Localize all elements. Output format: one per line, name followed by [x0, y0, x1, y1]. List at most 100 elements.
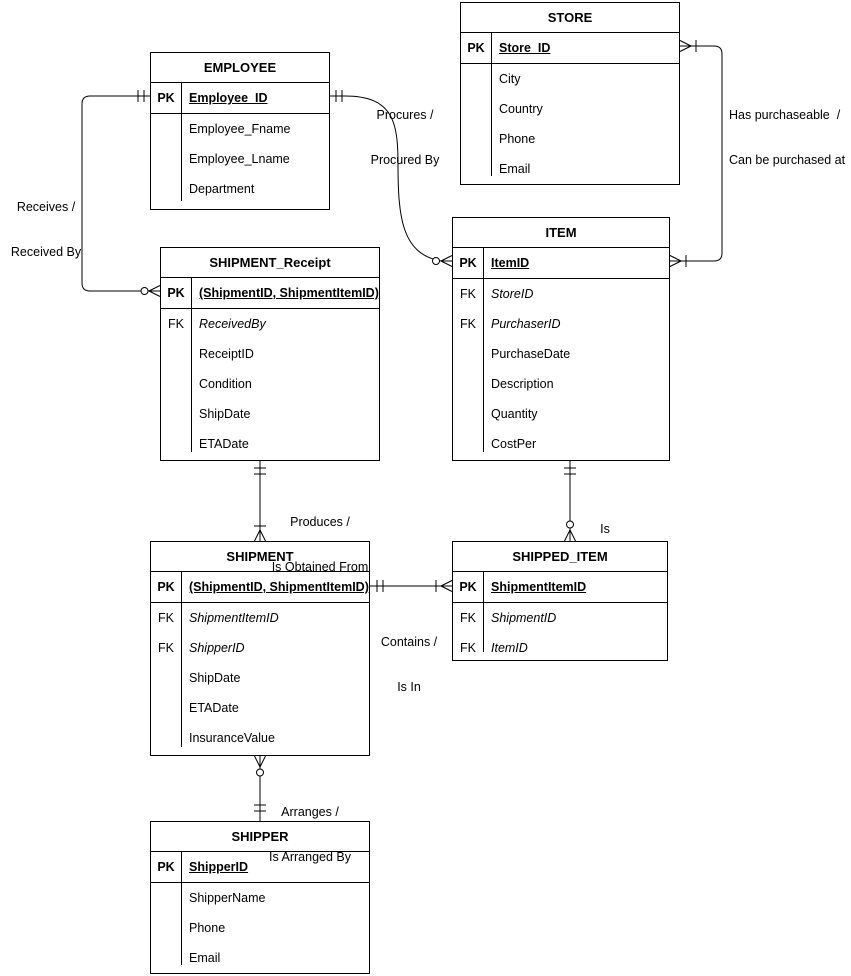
rel-label-is[interactable]: Is	[585, 492, 625, 567]
crow-foot-many-icon	[679, 40, 692, 52]
attribute-row: Employee_Lname	[151, 144, 329, 174]
attribute-name: ShipmentItemID	[189, 611, 279, 625]
attribute-name: ItemID	[491, 641, 528, 655]
pk-attribute-name: ShipperID	[189, 860, 249, 874]
attribute-name: Country	[499, 102, 543, 116]
zero-circle-icon	[256, 768, 264, 777]
attribute-name: Employee_Fname	[189, 122, 291, 136]
attribute-row: Country	[461, 94, 679, 124]
attribute-row: ETADate	[151, 693, 369, 723]
attribute-name: Quantity	[491, 407, 538, 421]
crow-foot-many-icon	[564, 529, 576, 542]
rel-label-produces[interactable]: Produces / Is Obtained From	[258, 485, 382, 605]
pk-row: PK (ShipmentID, ShipmentItemID)	[151, 572, 369, 603]
attribute-name: Department	[189, 182, 255, 196]
relationship-procures[interactable]	[330, 90, 453, 267]
pk-row: PK ShipmentItemID	[453, 572, 667, 603]
rel-label-line: Arranges /	[281, 805, 339, 819]
rel-label-arranges[interactable]: Arranges / Is Arranged By	[248, 775, 372, 895]
entity-title: ITEM	[453, 218, 669, 248]
fk-key-label: FK	[460, 611, 476, 625]
one-and-only-one-icon	[564, 467, 576, 475]
relationship-arranges[interactable]	[254, 755, 266, 823]
attribute-name: ShipperID	[189, 641, 245, 655]
column-divider-line	[181, 571, 182, 747]
crow-foot-many-icon	[440, 580, 453, 592]
attribute-name: ShipDate	[189, 671, 241, 685]
relationship-has-purchaseable[interactable]	[669, 40, 723, 267]
pk-attribute-name: ShipmentItemID	[491, 580, 587, 594]
rel-label-has-purchaseable[interactable]: Has purchaseable / Can be purchased at	[729, 78, 851, 198]
rel-label-line: Is Arranged By	[269, 850, 351, 864]
one-and-only-one-icon	[254, 467, 266, 475]
attribute-name: Email	[189, 951, 221, 965]
attribute-row: InsuranceValue	[151, 723, 369, 753]
attribute-name: Condition	[199, 377, 252, 391]
rel-label-line: Can be purchased at	[729, 153, 846, 167]
fk-key-label: FK	[460, 317, 476, 331]
attribute-row: Quantity	[453, 399, 669, 429]
crow-foot-many-icon	[254, 529, 266, 542]
entity-title: EMPLOYEE	[151, 53, 329, 83]
pk-key-label: PK	[459, 580, 477, 594]
zero-circle-icon	[432, 257, 440, 265]
attribute-row: CostPer	[453, 429, 669, 459]
relationship-is[interactable]	[564, 461, 576, 542]
rel-label-line: Is	[600, 522, 610, 536]
pk-row: PK(ShipmentID, ShipmentItemID)	[161, 278, 379, 309]
attribute-row: ShipperName	[151, 883, 369, 913]
attribute-row: Description	[453, 369, 669, 399]
has-purchaseable-line	[670, 45, 723, 262]
attribute-name: Email	[499, 162, 531, 176]
attribute-row: ETADate	[161, 429, 379, 459]
crow-foot-many-icon	[440, 255, 453, 267]
attribute-row: Phone	[151, 913, 369, 943]
attribute-row: Email	[461, 154, 679, 184]
attribute-row: Phone	[461, 124, 679, 154]
attribute-row: ReceiptID	[161, 339, 379, 369]
attribute-row: ShipDate	[161, 399, 379, 429]
pk-attribute-name: (ShipmentID, ShipmentItemID)	[189, 580, 369, 594]
rel-label-line: Has purchaseable /	[729, 108, 841, 122]
attribute-name: Phone	[189, 921, 226, 935]
attribute-row: PurchaseDate	[453, 339, 669, 369]
attribute-name: Description	[491, 377, 554, 391]
relationship-contains[interactable]	[370, 580, 453, 592]
attribute-row: Employee_Fname	[151, 114, 329, 144]
pk-key-label: PK	[157, 580, 175, 594]
crow-foot-many-icon	[254, 755, 266, 768]
column-divider-line	[491, 32, 492, 176]
relationship-receives[interactable]	[81, 90, 161, 297]
crow-foot-many-icon	[148, 285, 161, 297]
rel-label-receives[interactable]: Receives / Received By	[0, 170, 92, 290]
column-divider-line	[483, 247, 484, 452]
rel-label-line: Contains /	[380, 635, 438, 649]
attribute-name: ShipperName	[189, 891, 266, 905]
one-and-only-one-icon	[254, 804, 266, 812]
rel-label-contains[interactable]: Contains / Is In	[361, 605, 457, 725]
attribute-row: ShipDate	[151, 663, 369, 693]
relationship-produces[interactable]	[254, 461, 266, 542]
rel-label-procures[interactable]: Procures / Procured By	[352, 78, 458, 198]
